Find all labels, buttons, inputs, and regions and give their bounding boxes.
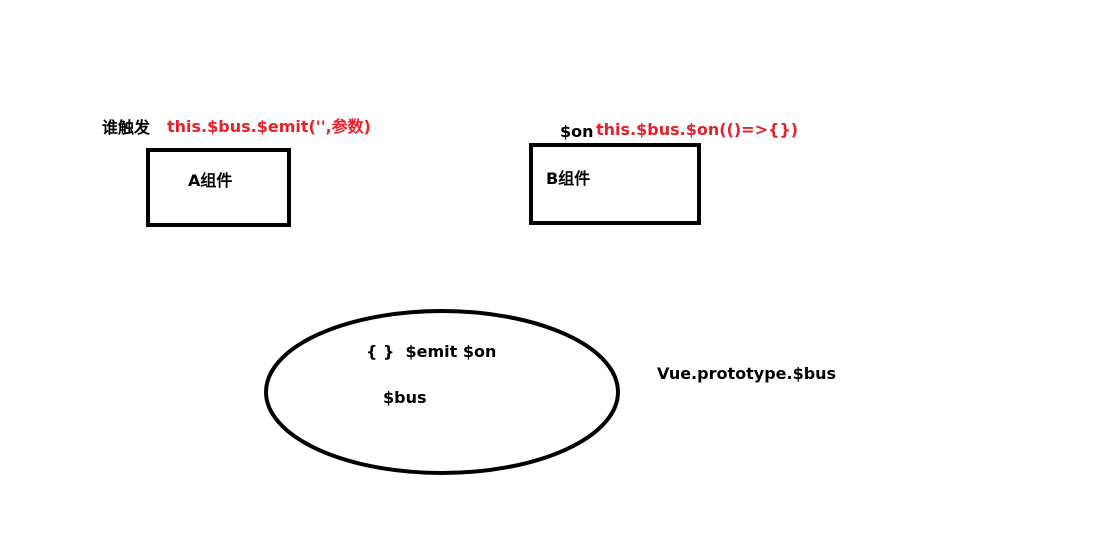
- on-code: this.$bus.$on(()=>{}): [596, 120, 799, 139]
- trigger-label: 谁触发: [102, 118, 151, 137]
- emit-code: this.$bus.$emit('',参数): [167, 117, 371, 136]
- bus-name-label: $bus: [383, 388, 427, 407]
- on-label: $on: [560, 122, 594, 141]
- component-a-box: A组件: [146, 148, 291, 227]
- bus-methods-label: { } $emit $on: [366, 342, 497, 361]
- component-b-box: B组件: [529, 143, 701, 225]
- bus-ellipse: [264, 309, 620, 475]
- prototype-label: Vue.prototype.$bus: [657, 364, 837, 383]
- component-b-label: B组件: [546, 169, 591, 188]
- component-a-label: A组件: [188, 171, 233, 190]
